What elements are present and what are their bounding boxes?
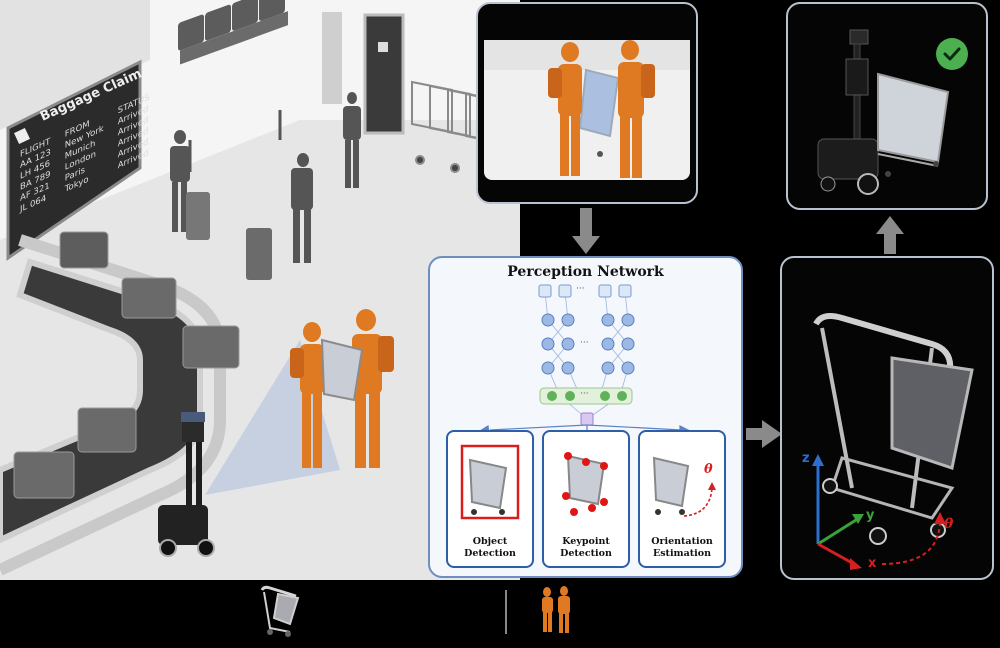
arrow-network-to-pose	[746, 428, 764, 440]
lidar-robot-icon	[158, 412, 215, 557]
orientation-estimation-label: Orientation Estimation	[651, 536, 713, 559]
legend-divider	[505, 590, 507, 634]
orange-travelers-with-cart	[290, 309, 394, 468]
robot-docked-cart-image	[817, 29, 950, 195]
cart-legend-icon	[256, 584, 304, 644]
pose-cart-image	[812, 313, 974, 570]
robot-result-panel	[786, 2, 988, 210]
arrow-camera-to-network	[580, 208, 592, 238]
waiting-chairs	[178, 0, 288, 172]
background-travelers	[170, 92, 361, 280]
check-icon	[936, 38, 968, 70]
baggage-claim-board	[6, 59, 142, 261]
keypoint-cart-image	[562, 452, 608, 516]
perception-title: Perception Network	[507, 264, 664, 280]
pose-theta-label: θ	[944, 516, 954, 532]
orientation-estimation-card: θ Orientation Estimation	[638, 430, 726, 568]
arrow-pose-to-result	[884, 232, 896, 254]
axis-z-label: z	[802, 451, 810, 466]
perception-network-panel: Perception Network	[428, 256, 743, 578]
object-detection-label: Object Detection	[464, 536, 516, 559]
keypoint-detection-card: Keypoint Detection	[542, 430, 630, 568]
network-ellipsis-mid: ···	[580, 338, 589, 348]
detection-cart-image	[460, 444, 520, 520]
pose-estimation-panel: z y x θ	[780, 256, 994, 580]
orientation-cart-image	[652, 456, 716, 517]
object-detection-card: Object Detection	[446, 430, 534, 568]
camera-crop-image	[484, 40, 690, 180]
network-ellipsis-top: ···	[576, 284, 585, 294]
orientation-theta-label: θ	[704, 462, 713, 477]
people-legend-icon	[536, 586, 576, 638]
network-ellipsis-low: ···	[580, 389, 589, 399]
axis-y-label: y	[866, 508, 875, 523]
keypoint-detection-label: Keypoint Detection	[560, 536, 612, 559]
axis-x-label: x	[868, 556, 877, 571]
camera-view-panel	[476, 2, 698, 204]
